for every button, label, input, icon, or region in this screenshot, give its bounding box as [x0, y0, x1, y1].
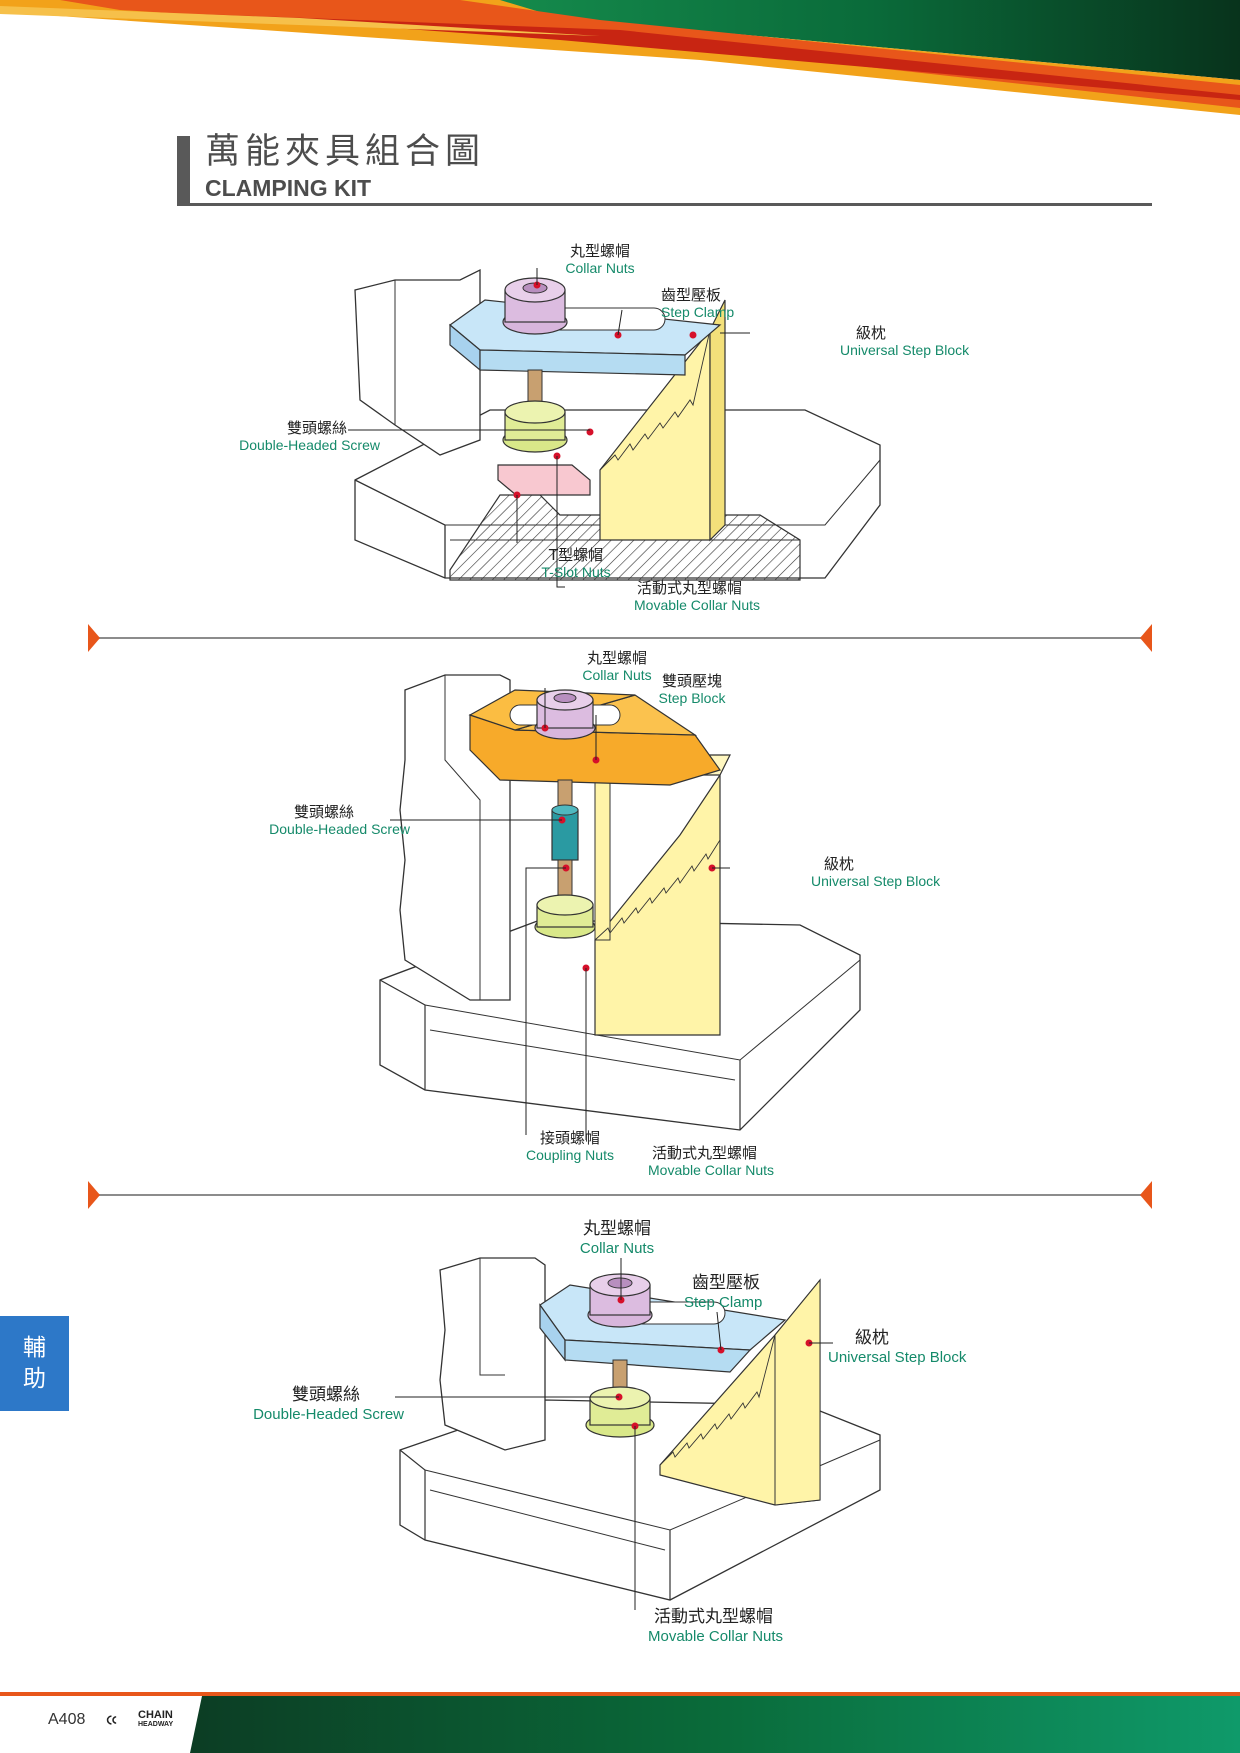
- fig3-label-collar-nuts: 丸型螺帽 Collar Nuts: [579, 1219, 655, 1257]
- figure-3-clamping-kit-drawing: [395, 1257, 881, 1610]
- fig1-label-universal-step-block: 級枕 Universal Step Block: [840, 324, 970, 359]
- separator-1: [88, 624, 1152, 652]
- title-accent-bar: [177, 136, 190, 204]
- fig3-label-universal-step-block: 級枕 Universal Step Block: [828, 1328, 967, 1366]
- side-tab-char-2: 助: [23, 1365, 46, 1392]
- title-underline: [177, 203, 1152, 206]
- footer-banner: [0, 1692, 1240, 1753]
- logo-text-headway: HEADWAY: [138, 1721, 174, 1728]
- figure-1-clamping-kit-drawing: [348, 268, 881, 588]
- fig2-label-movable-collar-nuts: 活動式丸型螺帽 Movable Collar Nuts: [648, 1144, 775, 1179]
- fig3-label-movable-collar-nuts: 活動式丸型螺帽 Movable Collar Nuts: [648, 1607, 784, 1645]
- figure-2-clamping-kit-drawing: [379, 674, 861, 1140]
- separator-2: [88, 1181, 1152, 1209]
- side-tab-auxiliary[interactable]: 輔 助: [0, 1316, 69, 1411]
- fig2-label-step-block: 雙頭壓塊 Step Block: [658, 672, 726, 707]
- fig1-label-movable-collar-nuts: 活動式丸型螺帽 Movable Collar Nuts: [634, 579, 761, 614]
- fig1-label-double-headed-screw: 雙頭螺絲 Double-Headed Screw: [239, 419, 380, 454]
- page-title-en: CLAMPING KIT: [205, 175, 372, 201]
- chain-headway-logo: [106, 1715, 117, 1725]
- page-title-zh: 萬能夾具組合圖: [205, 132, 486, 172]
- page-number: A408: [48, 1711, 86, 1728]
- fig2-label-collar-nuts: 丸型螺帽 Collar Nuts: [582, 649, 652, 684]
- top-banner: [0, 0, 1240, 120]
- fig1-label-t-slot-nuts: T型螺帽 T-Slot Nuts: [541, 546, 611, 581]
- fig3-label-step-clamp: 齒型壓板 Step Clamp: [684, 1273, 763, 1311]
- fig1-label-step-clamp: 齒型壓板 Step Clamp: [661, 286, 735, 321]
- fig2-label-double-headed-screw: 雙頭螺絲 Double-Headed Screw: [269, 803, 410, 838]
- logo-text-chain: CHAIN: [138, 1709, 173, 1721]
- side-tab-char-1: 輔: [23, 1334, 46, 1361]
- fig2-label-coupling-nuts: 接頭螺帽 Coupling Nuts: [526, 1129, 614, 1164]
- fig3-label-double-headed-screw: 雙頭螺絲 Double-Headed Screw: [253, 1385, 404, 1423]
- fig1-label-collar-nuts: 丸型螺帽 Collar Nuts: [565, 242, 635, 277]
- fig2-label-universal-step-block: 級枕 Universal Step Block: [811, 855, 941, 890]
